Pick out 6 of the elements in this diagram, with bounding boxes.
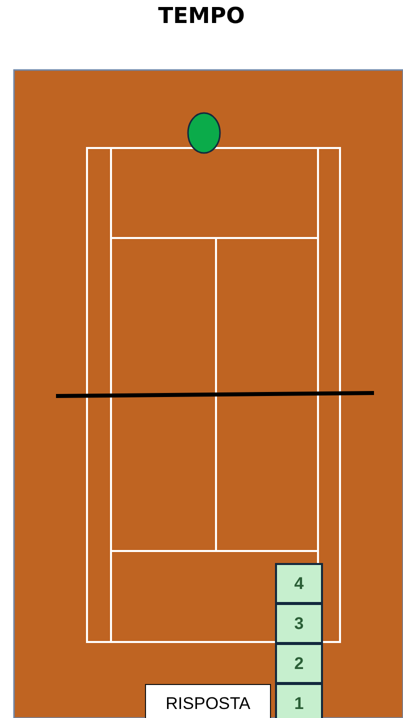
- time-block: 3: [275, 603, 323, 644]
- label-box: RISPOSTA: [145, 684, 271, 718]
- time-block: 4: [275, 563, 323, 604]
- time-block: 2: [275, 643, 323, 684]
- time-block: 1: [275, 683, 323, 718]
- title: TEMPO: [157, 4, 246, 29]
